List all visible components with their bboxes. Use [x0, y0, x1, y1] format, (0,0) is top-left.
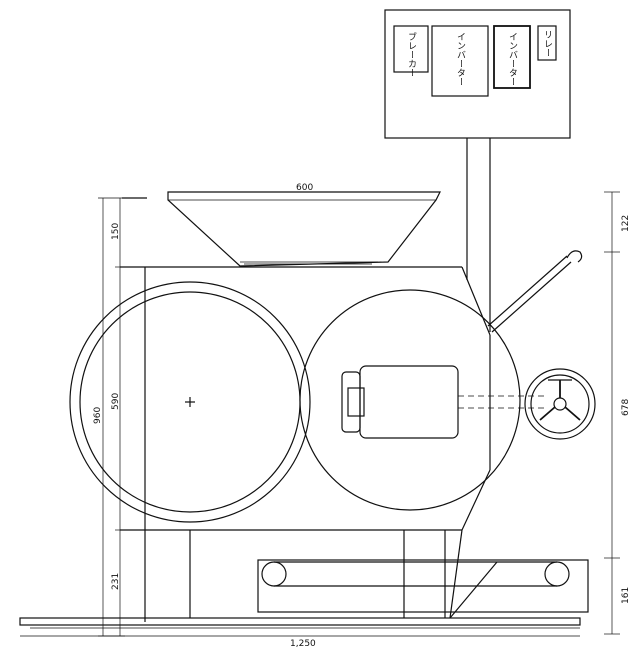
dim-1250: 1,250 [290, 639, 316, 649]
inverter-label-1: インバーター [455, 32, 466, 86]
support-pole [466, 138, 491, 332]
motor [341, 365, 459, 439]
right-dimensions: 122 678 161 [604, 191, 631, 635]
inverter-box-1 [431, 25, 489, 97]
bottom-dimension: 1,250 [20, 635, 580, 649]
relay-label: リレー [542, 30, 552, 57]
main-frame [120, 266, 491, 622]
dim-231: 231 [111, 573, 121, 590]
inverter-label-2: インバーター [507, 32, 518, 86]
dim-960: 960 [93, 407, 103, 424]
left-dimensions: 150 590 960 231 [93, 197, 125, 637]
inverter-box-2 [493, 25, 531, 89]
hopper-width-label: 600 [296, 183, 313, 193]
right-drum [299, 289, 521, 511]
drive-shaft [458, 395, 545, 409]
base [19, 617, 581, 629]
breaker-label: ブレーカー [406, 31, 416, 77]
dim-161: 161 [621, 587, 631, 604]
lever-arm [487, 250, 583, 333]
breaker-box [393, 25, 429, 73]
control-box: ブレーカー インバーター インバーター リレー [384, 9, 571, 139]
conveyor [257, 559, 589, 619]
dim-150: 150 [111, 223, 121, 240]
hopper: 600 [122, 183, 441, 267]
dim-678: 678 [621, 399, 631, 416]
left-drum [69, 281, 311, 523]
relay-box [537, 25, 557, 61]
dim-590: 590 [111, 393, 121, 410]
handwheel [524, 368, 596, 440]
dim-122: 122 [621, 215, 631, 232]
